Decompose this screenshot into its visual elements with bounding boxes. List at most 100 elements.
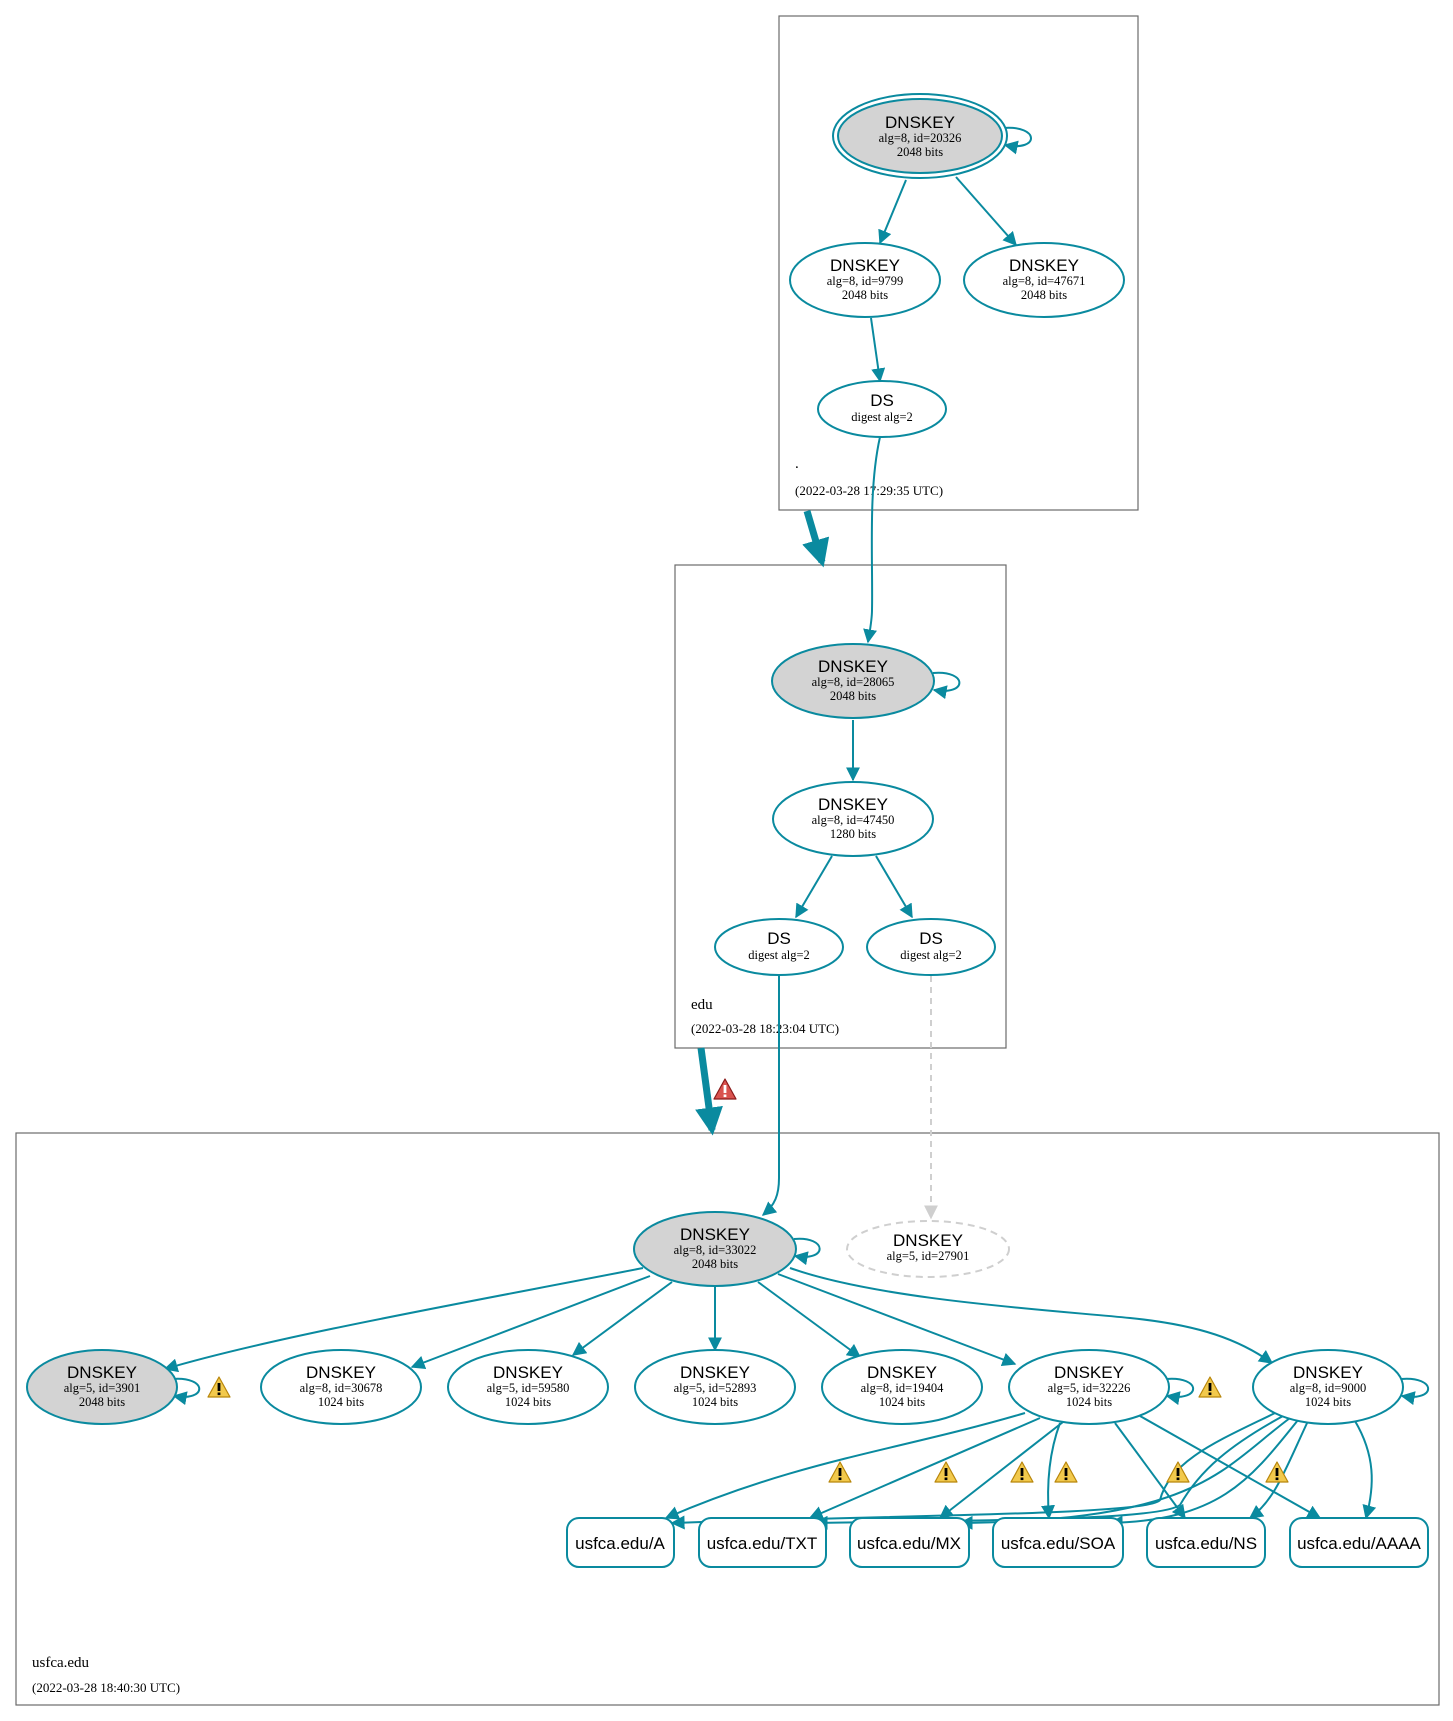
node-title: DNSKEY — [680, 1225, 750, 1244]
node-detail: alg=8, id=30678 — [300, 1381, 383, 1395]
node-size: 1024 bits — [505, 1395, 551, 1409]
edge-self-9000 — [1400, 1377, 1430, 1406]
edge-32226-mx — [938, 1421, 1064, 1519]
rrset-aaaa[interactable]: usfca.edu/AAAA — [1289, 1517, 1429, 1568]
node-size: 2048 bits — [897, 145, 943, 159]
node-size: 1280 bits — [830, 827, 876, 841]
node-detail: digest alg=2 — [851, 410, 913, 424]
node-outline — [1008, 1349, 1170, 1425]
node-size: 2048 bits — [842, 288, 888, 302]
rrset-outline — [992, 1517, 1124, 1568]
rrset-label: usfca.edu/AAAA — [1297, 1534, 1421, 1553]
node-detail: alg=8, id=47450 — [812, 813, 895, 827]
zone-root-name: . — [795, 456, 799, 472]
edge-edu-ds-a-33022 — [761, 976, 780, 1216]
node-outline — [837, 98, 1003, 174]
edge-47450-ds-a — [795, 855, 833, 919]
node-outline — [634, 1349, 796, 1425]
edge-self-28065 — [932, 671, 961, 700]
edge-self-3901 — [171, 1377, 201, 1406]
node-dnskey-28065[interactable]: DNSKEY alg=8, id=28065 2048 bits — [771, 643, 935, 719]
node-title: DNSKEY — [867, 1363, 937, 1382]
node-dnskey-52893[interactable]: DNSKEY alg=5, id=52893 1024 bits — [634, 1349, 796, 1425]
rrset-outline — [849, 1517, 970, 1568]
node-title: DS — [767, 929, 791, 948]
edge-32226-soa — [1041, 1422, 1061, 1520]
node-size: 1024 bits — [692, 1395, 738, 1409]
delegation-root-edu — [802, 510, 830, 568]
edge-33022-9000 — [789, 1267, 1274, 1364]
node-size: 1024 bits — [879, 1395, 925, 1409]
node-outline — [772, 781, 934, 857]
edge-33022-32226 — [777, 1273, 1017, 1367]
node-title: DS — [870, 391, 894, 410]
node-detail: alg=8, id=19404 — [861, 1381, 945, 1395]
edge-33022-30678 — [410, 1275, 651, 1370]
edge-33022-3901 — [163, 1267, 644, 1373]
node-dnskey-47671[interactable]: DNSKEY alg=8, id=47671 2048 bits — [963, 242, 1125, 318]
node-title: DNSKEY — [1054, 1363, 1124, 1382]
node-outline — [714, 918, 844, 976]
node-title: DNSKEY — [67, 1363, 137, 1382]
node-outline — [447, 1349, 609, 1425]
node-outline — [771, 643, 935, 719]
node-dnskey-27901[interactable]: DNSKEY alg=5, id=27901 — [846, 1220, 1010, 1278]
node-detail: alg=8, id=47671 — [1003, 274, 1086, 288]
node-detail: alg=5, id=59580 — [487, 1381, 570, 1395]
error-icon[interactable] — [713, 1078, 737, 1100]
rrset-label: usfca.edu/NS — [1155, 1534, 1257, 1553]
node-dnskey-59580[interactable]: DNSKEY alg=5, id=59580 1024 bits — [447, 1349, 609, 1425]
node-detail: digest alg=2 — [748, 948, 810, 962]
node-title: DNSKEY — [493, 1363, 563, 1382]
node-dnskey-20326[interactable]: DNSKEY alg=8, id=20326 2048 bits — [832, 93, 1008, 179]
node-ds-edu-a[interactable]: DS digest alg=2 — [714, 918, 844, 976]
edge-33022-59580 — [571, 1281, 673, 1356]
rrset-outline — [1289, 1517, 1429, 1568]
node-dnskey-9799[interactable]: DNSKEY alg=8, id=9799 2048 bits — [789, 242, 941, 318]
rrset-label: usfca.edu/TXT — [707, 1534, 818, 1553]
node-outline — [817, 380, 947, 438]
node-outline — [633, 1211, 797, 1287]
node-outline — [1252, 1349, 1404, 1425]
edge-self-20326 — [1002, 126, 1032, 155]
edge-32226-ns — [1114, 1422, 1186, 1520]
rrset-txt[interactable]: usfca.edu/TXT — [698, 1517, 827, 1568]
node-detail: alg=5, id=3901 — [64, 1381, 141, 1395]
rrset-label: usfca.edu/MX — [857, 1534, 961, 1553]
zone-usfca-time: (2022-03-28 18:40:30 UTC) — [32, 1680, 180, 1695]
zone-root-time: (2022-03-28 17:29:35 UTC) — [795, 483, 943, 498]
node-title: DNSKEY — [1009, 256, 1079, 275]
edges — [163, 126, 1430, 1530]
node-size: 1024 bits — [318, 1395, 364, 1409]
rrset-a[interactable]: usfca.edu/A — [566, 1517, 675, 1568]
node-ds-edu-b[interactable]: DS digest alg=2 — [866, 918, 996, 976]
node-ds-root[interactable]: DS digest alg=2 — [817, 380, 947, 438]
rrset-soa[interactable]: usfca.edu/SOA — [992, 1517, 1124, 1568]
node-title: DNSKEY — [1293, 1363, 1363, 1382]
node-dnskey-33022[interactable]: DNSKEY alg=8, id=33022 2048 bits — [633, 1211, 797, 1287]
node-title: DNSKEY — [885, 113, 955, 132]
edge-9000-aaaa — [1354, 1420, 1377, 1520]
node-dnskey-30678[interactable]: DNSKEY alg=8, id=30678 1024 bits — [260, 1349, 422, 1425]
rrset-outline — [698, 1517, 827, 1568]
node-detail: alg=5, id=52893 — [674, 1381, 757, 1395]
edge-9000-soa — [1108, 1419, 1299, 1530]
node-size: 2048 bits — [1021, 288, 1067, 302]
edge-47450-ds-b — [875, 855, 913, 919]
node-dnskey-47450[interactable]: DNSKEY alg=8, id=47450 1280 bits — [772, 781, 934, 857]
node-title: DNSKEY — [818, 795, 888, 814]
node-outline — [260, 1349, 422, 1425]
rrset-label: usfca.edu/SOA — [1001, 1534, 1116, 1553]
node-dnskey-19404[interactable]: DNSKEY alg=8, id=19404 1024 bits — [821, 1349, 983, 1425]
node-outline — [963, 242, 1125, 318]
node-dnskey-9000[interactable]: DNSKEY alg=8, id=9000 1024 bits — [1252, 1349, 1404, 1425]
edge-32226-a — [664, 1412, 1026, 1520]
node-outline — [866, 918, 996, 976]
rrset-ns[interactable]: usfca.edu/NS — [1146, 1517, 1266, 1568]
node-dnskey-32226[interactable]: DNSKEY alg=5, id=32226 1024 bits — [1008, 1349, 1170, 1425]
node-outline — [821, 1349, 983, 1425]
zone-edu-name: edu — [691, 997, 713, 1013]
node-dnskey-3901[interactable]: DNSKEY alg=5, id=3901 2048 bits — [26, 1349, 178, 1425]
node-detail: alg=8, id=9000 — [1290, 1381, 1367, 1395]
rrset-mx[interactable]: usfca.edu/MX — [849, 1517, 970, 1568]
